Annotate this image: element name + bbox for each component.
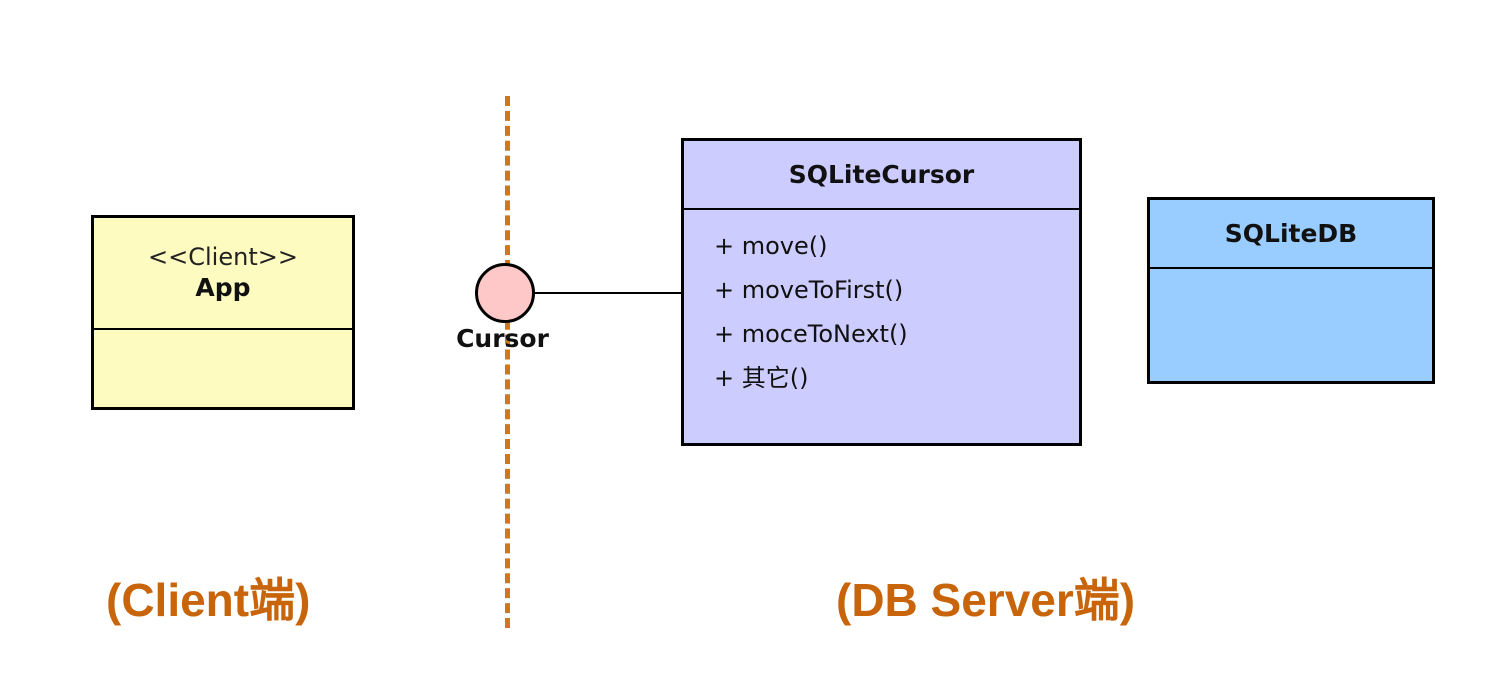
method-item: + moceToNext(): [714, 320, 908, 348]
method-item: + 其它(): [714, 364, 809, 392]
method-item: + move(): [714, 232, 828, 260]
sqlitecursor-class-box[interactable]: SQLiteCursor + move() + moveToFirst() + …: [681, 138, 1082, 446]
method-item: + moveToFirst(): [714, 276, 904, 304]
client-region-label: (Client端): [106, 574, 311, 626]
interface-connector-line: [535, 292, 682, 294]
app-class-box[interactable]: <<Client>> App: [91, 215, 355, 410]
client-server-boundary: [505, 96, 510, 628]
sqlitecursor-method-list: + move() + moveToFirst() + moceToNext() …: [684, 210, 1079, 400]
cursor-interface-label: Cursor: [456, 324, 549, 353]
cursor-interface-circle[interactable]: [475, 263, 535, 323]
sqlitedb-class-header: SQLiteDB: [1150, 200, 1432, 269]
app-class-name: App: [195, 273, 251, 302]
sqlitedb-class-box[interactable]: SQLiteDB: [1147, 197, 1435, 384]
server-region-label: (DB Server端): [836, 574, 1136, 626]
sqlitecursor-class-header: SQLiteCursor: [684, 141, 1079, 210]
sqlitecursor-class-name: SQLiteCursor: [788, 159, 975, 189]
sqlitedb-class-name: SQLiteDB: [1224, 218, 1358, 248]
app-class-header: <<Client>> App: [94, 218, 352, 330]
app-stereotype: <<Client>>: [148, 243, 298, 271]
